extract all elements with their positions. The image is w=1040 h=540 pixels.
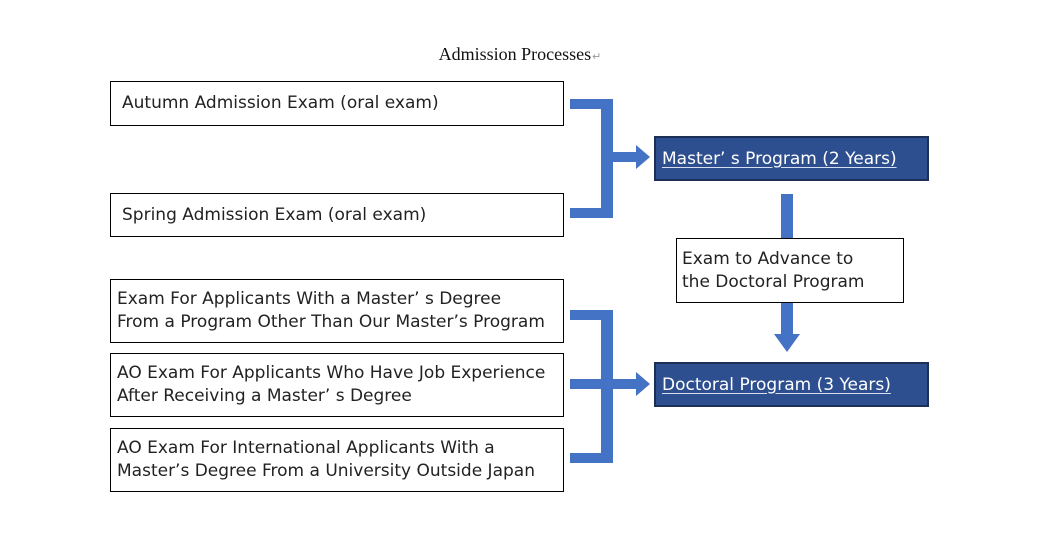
exam-label-line1: Exam For Applicants With a Master’ s Deg… xyxy=(117,289,502,309)
doctoral-program-box[interactable]: Doctoral Program (3 Years) xyxy=(654,362,929,407)
masters-bracket-top xyxy=(570,99,613,109)
doctoral-arrow-head xyxy=(636,372,650,396)
diagram-title: Admission Processes↵ xyxy=(438,44,602,64)
masters-bracket-spine xyxy=(601,99,613,218)
exam-label: Autumn Admission Exam (oral exam) xyxy=(122,93,439,113)
advance-arrow-head xyxy=(774,334,800,352)
exam-label-line2: Master’s Degree From a University Outsid… xyxy=(117,461,535,481)
advance-exam-line1: Exam to Advance to xyxy=(682,249,854,269)
exam-box-autumn: Autumn Admission Exam (oral exam) xyxy=(110,81,564,126)
advance-exam-line2: the Doctoral Program xyxy=(682,272,865,292)
masters-program-link[interactable]: Master’ s Program (2 Years) xyxy=(662,148,897,169)
exam-box-international: AO Exam For International Applicants Wit… xyxy=(110,428,564,492)
doctoral-bracket-top xyxy=(570,310,613,320)
exam-label-line2: After Receiving a Master’ s Degree xyxy=(117,386,412,406)
advance-exam-box: Exam to Advance to the Doctoral Program xyxy=(676,238,904,303)
paragraph-mark-icon: ↵ xyxy=(592,51,602,63)
exam-label-line1: AO Exam For Applicants Who Have Job Expe… xyxy=(117,363,546,383)
doctoral-bracket-bottom xyxy=(570,453,613,463)
exam-box-other-masters: Exam For Applicants With a Master’ s Deg… xyxy=(110,279,564,343)
masters-program-box[interactable]: Master’ s Program (2 Years) xyxy=(654,136,929,181)
exam-label-line2: From a Program Other Than Our Master’s P… xyxy=(117,312,545,332)
exam-box-job-experience: AO Exam For Applicants Who Have Job Expe… xyxy=(110,353,564,417)
masters-bracket-bottom xyxy=(570,208,613,218)
exam-box-spring: Spring Admission Exam (oral exam) xyxy=(110,193,564,237)
doctoral-arrow-shaft xyxy=(570,379,637,389)
masters-arrow-shaft xyxy=(613,152,637,162)
masters-arrow-head xyxy=(636,145,650,169)
exam-label-line1: AO Exam For International Applicants Wit… xyxy=(117,438,495,458)
exam-label: Spring Admission Exam (oral exam) xyxy=(122,204,427,225)
doctoral-program-link[interactable]: Doctoral Program (3 Years) xyxy=(662,374,891,395)
